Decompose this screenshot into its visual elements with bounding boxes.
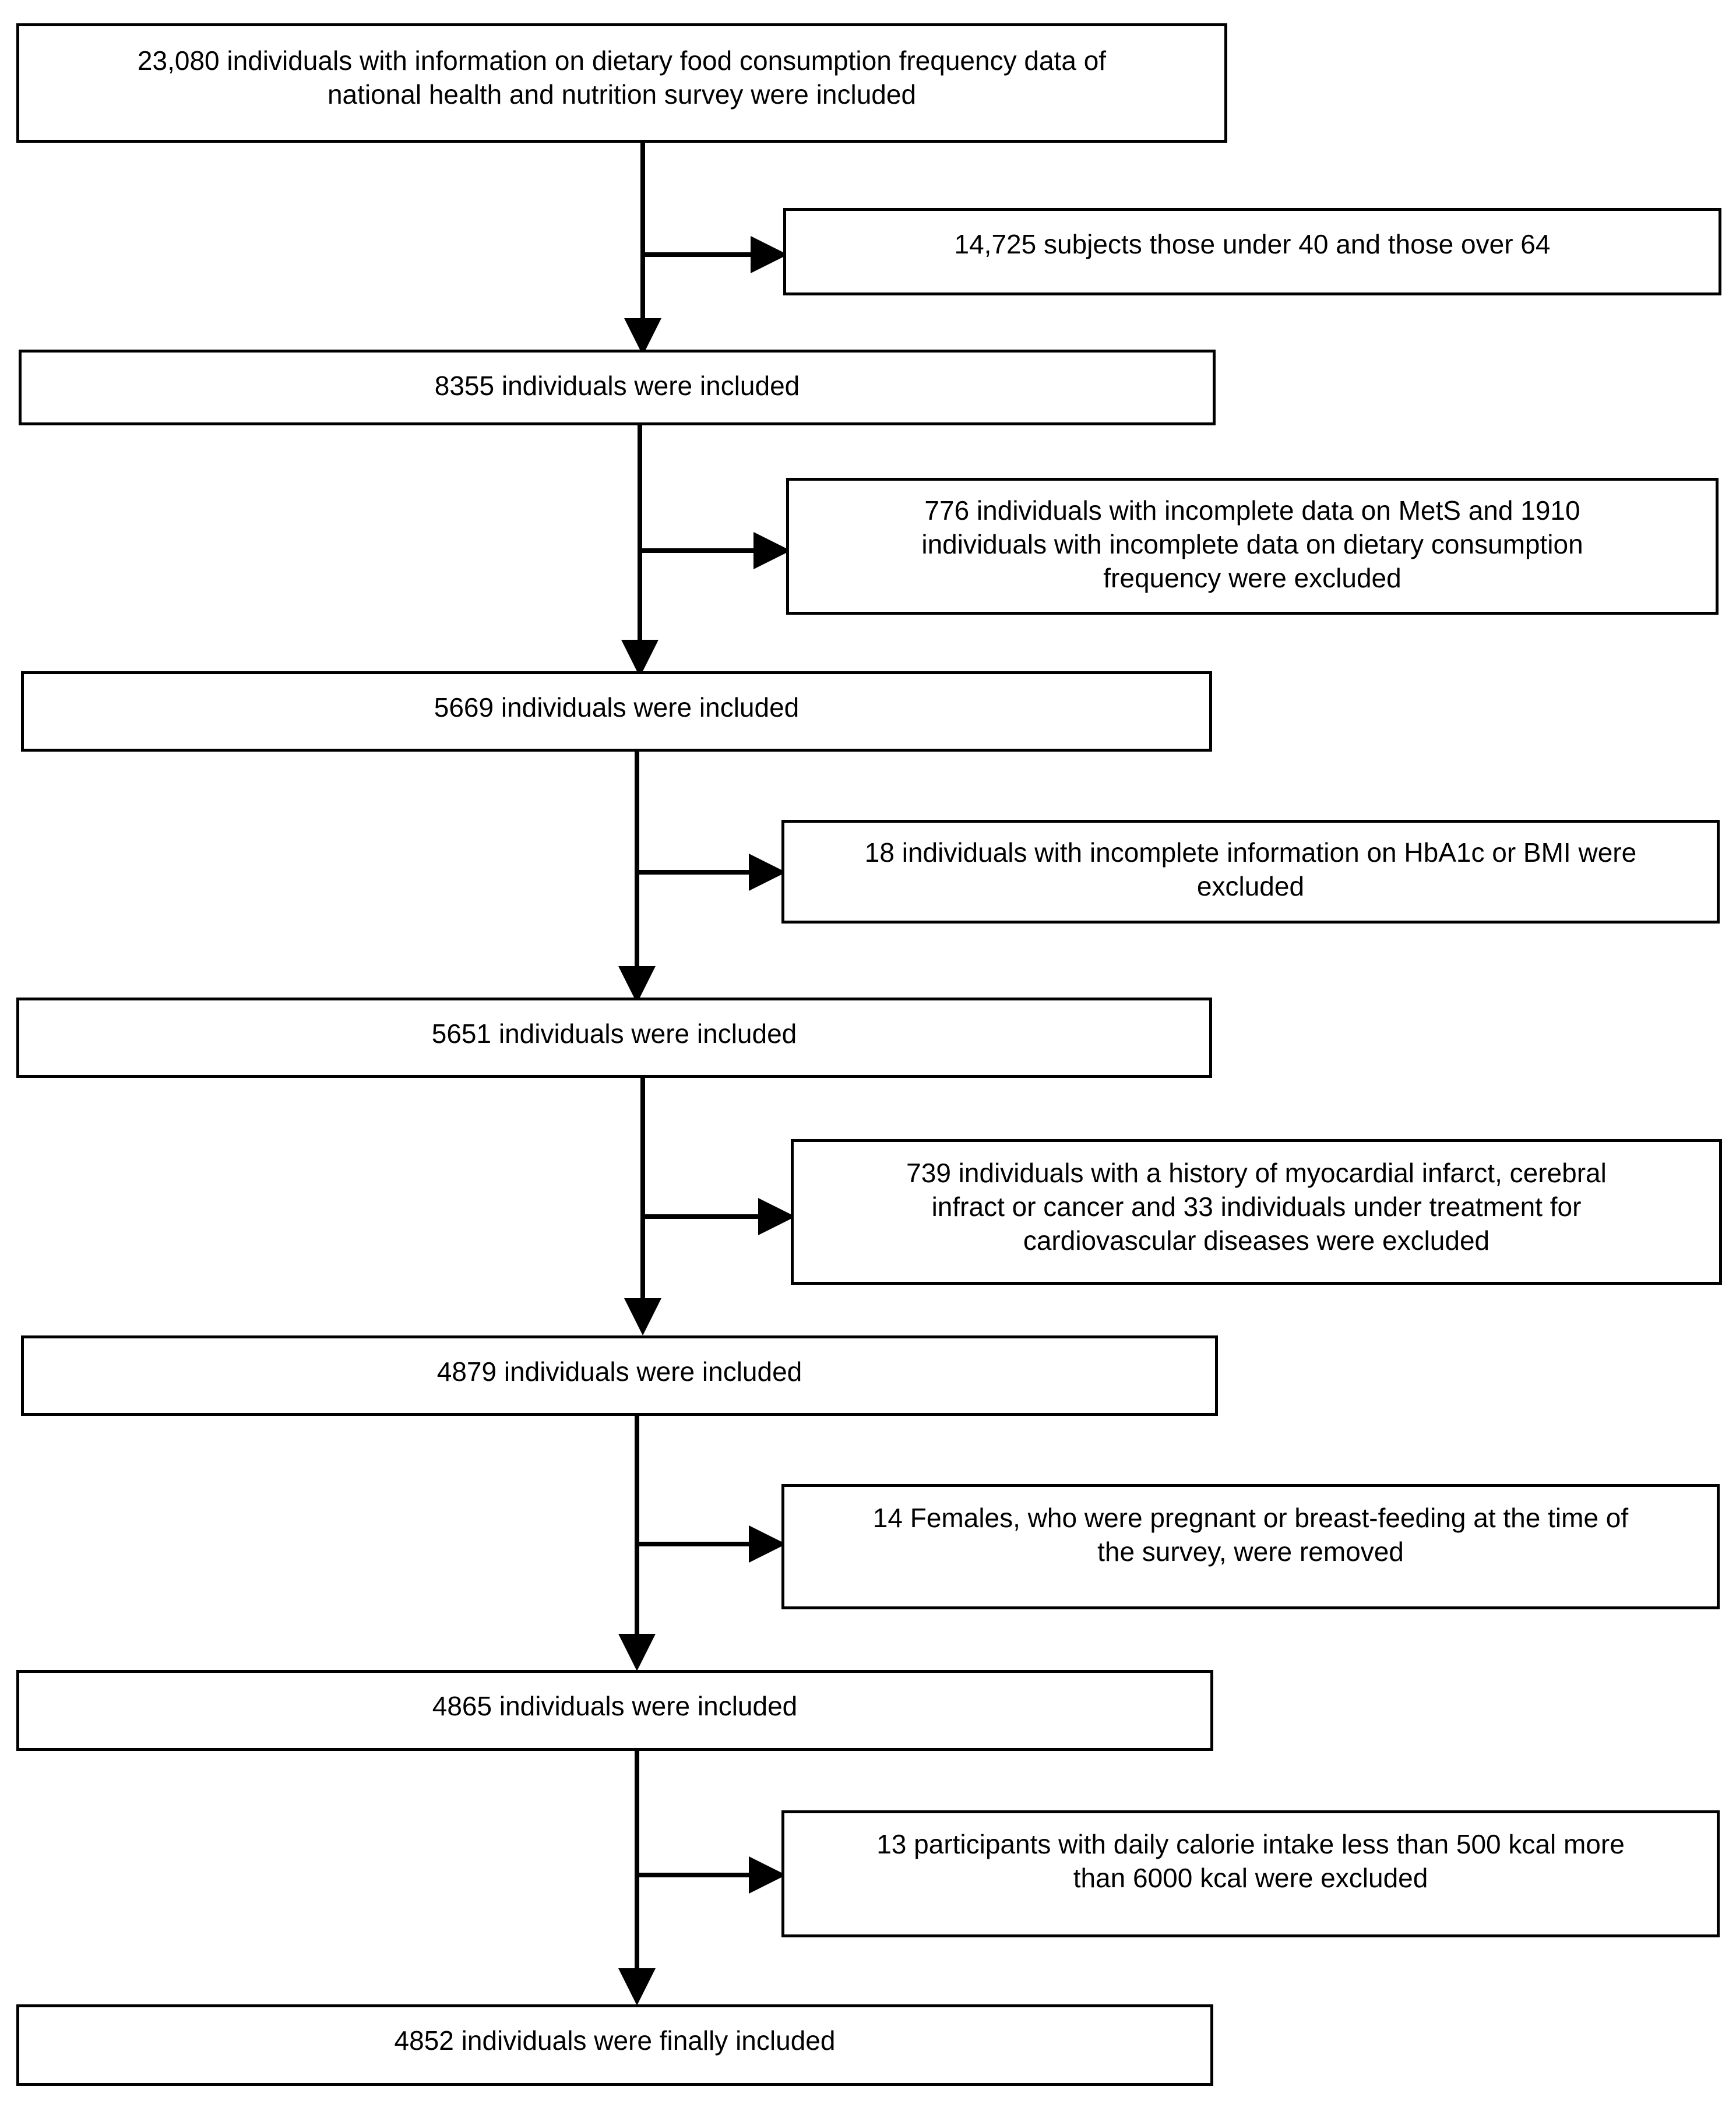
exclusion-box-calorie: 13 participants with daily calorie intak…: [781, 1810, 1720, 1937]
exclusion-text-age: 14,725 subjects those under 40 and those…: [954, 229, 1551, 259]
step-text-5669: 5669 individuals were included: [434, 692, 800, 723]
step-box-4879: 4879 individuals were included: [21, 1335, 1218, 1416]
exclusion-box-age: 14,725 subjects those under 40 and those…: [783, 208, 1721, 295]
exclusion-text-incomplete-mets: 776 individuals with incomplete data on …: [921, 495, 1583, 593]
exclusion-text-calorie: 13 participants with daily calorie intak…: [876, 1829, 1625, 1893]
exclusion-box-pregnant: 14 Females, who were pregnant or breast-…: [781, 1484, 1720, 1609]
step-box-5651: 5651 individuals were included: [16, 998, 1212, 1078]
step-text-5651: 5651 individuals were included: [431, 1018, 797, 1049]
step-box-final: 4852 individuals were finally included: [16, 2004, 1213, 2086]
step-text-initial: 23,080 individuals with information on d…: [137, 45, 1107, 110]
step-text-8355: 8355 individuals were included: [434, 371, 800, 401]
step-text-4879: 4879 individuals were included: [436, 1356, 802, 1387]
exclusion-text-hba1c-bmi: 18 individuals with incomplete informati…: [864, 837, 1637, 901]
step-text-4865: 4865 individuals were included: [432, 1691, 798, 1721]
exclusion-text-history: 739 individuals with a history of myocar…: [906, 1158, 1607, 1256]
step-box-initial: 23,080 individuals with information on d…: [16, 23, 1227, 143]
step-box-5669: 5669 individuals were included: [21, 671, 1212, 752]
exclusion-box-hba1c-bmi: 18 individuals with incomplete informati…: [781, 820, 1720, 924]
exclusion-box-incomplete-mets: 776 individuals with incomplete data on …: [786, 478, 1719, 615]
step-box-4865: 4865 individuals were included: [16, 1670, 1213, 1751]
exclusion-text-pregnant: 14 Females, who were pregnant or breast-…: [872, 1503, 1629, 1567]
step-text-final: 4852 individuals were finally included: [394, 2025, 836, 2056]
step-box-8355: 8355 individuals were included: [19, 350, 1216, 425]
exclusion-box-history: 739 individuals with a history of myocar…: [791, 1139, 1722, 1285]
